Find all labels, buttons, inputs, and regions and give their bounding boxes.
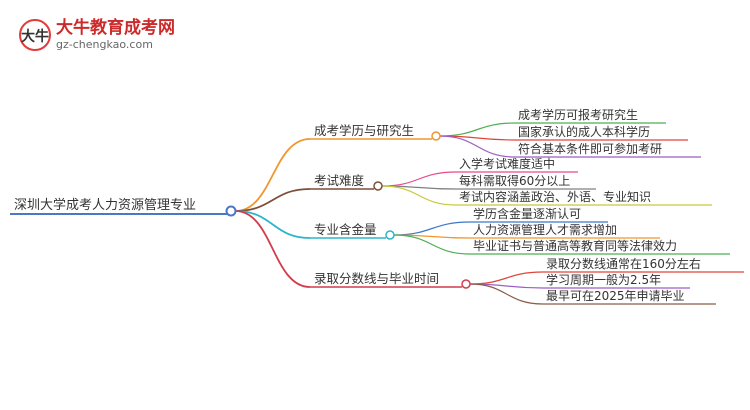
leaf-label: 考试内容涵盖政治、外语、专业知识 — [459, 189, 651, 204]
branch-node[interactable]: 专业含金量 — [310, 222, 395, 240]
leaf-node[interactable]: 最早可在2025年申请毕业 — [543, 289, 716, 305]
logo-title: 大牛教育成考网 — [56, 17, 175, 38]
branch-leaf-connector — [393, 221, 471, 236]
leaf-node[interactable]: 毕业证书与普通高等教育同等法律效力 — [470, 238, 730, 255]
leaf-label: 人力资源管理人才需求增加 — [473, 222, 617, 237]
branch-leaf-connector — [469, 271, 544, 285]
connectors — [235, 122, 544, 305]
branch-label: 成考学历与研究生 — [314, 123, 414, 138]
branch-node[interactable]: 录取分数线与毕业时间 — [310, 271, 471, 289]
logo: 大牛 大牛教育成考网 gz-chengkao.com — [19, 17, 175, 51]
branch-leaf-connector — [469, 283, 544, 305]
branch-node[interactable]: 考试难度 — [310, 173, 383, 191]
root-branch-connector — [235, 210, 311, 239]
branch-label: 考试难度 — [314, 173, 365, 188]
leaf-label: 录取分数线通常在160分左右 — [546, 256, 701, 271]
leaf-node[interactable]: 成考学历可报考研究生 — [515, 107, 666, 124]
branch-leaf-connector — [439, 135, 516, 158]
root-branch-connector — [235, 138, 311, 212]
leaf-label: 学习周期一般为2.5年 — [546, 272, 661, 287]
branch-leaf-connector — [381, 171, 457, 187]
root-label: 深圳大学成考人力资源管理专业 — [14, 197, 196, 213]
leaf-node[interactable]: 国家承认的成人本科学历 — [515, 124, 688, 141]
branch-connector-dot — [431, 131, 441, 141]
leaf-node[interactable]: 符合基本条件即可参加考研 — [515, 141, 701, 158]
leaf-label: 符合基本条件即可参加考研 — [518, 141, 662, 156]
branch-connector-dot — [461, 279, 471, 289]
branch-connector-dot — [385, 230, 395, 240]
leaf-node[interactable]: 每科需取得60分以上 — [456, 173, 596, 190]
root-branch-connector — [235, 188, 311, 212]
leaf-node[interactable]: 学习周期一般为2.5年 — [543, 272, 690, 289]
leaf-label: 学历含金量逐渐认可 — [473, 206, 581, 221]
leaf-node[interactable]: 人力资源管理人才需求增加 — [470, 222, 660, 239]
leaf-label: 国家承认的成人本科学历 — [518, 124, 650, 139]
logo-mark-text: 大牛 — [21, 28, 49, 45]
leaf-label: 入学考试难度适中 — [459, 156, 555, 171]
branch-node[interactable]: 成考学历与研究生 — [310, 123, 441, 141]
leaf-label: 毕业证书与普通高等教育同等法律效力 — [473, 238, 677, 253]
logo-url: gz-chengkao.com — [56, 38, 153, 51]
leaf-label: 每科需取得60分以上 — [459, 173, 570, 188]
branch-leaf-connector — [393, 234, 471, 255]
logo-mark-icon: 大牛 — [19, 19, 51, 51]
leaf-node[interactable]: 学历含金量逐渐认可 — [470, 206, 608, 223]
leaf-node[interactable]: 考试内容涵盖政治、外语、专业知识 — [456, 189, 712, 206]
branch-leaf-connector — [439, 122, 516, 137]
branch-leaf-connector — [381, 185, 457, 206]
leaf-node[interactable]: 录取分数线通常在160分左右 — [543, 256, 744, 273]
branch-label: 录取分数线与毕业时间 — [314, 271, 439, 286]
root-node[interactable]: 深圳大学成考人力资源管理专业 — [10, 197, 237, 217]
root-connector-dot — [225, 205, 237, 217]
leaf-label: 成考学历可报考研究生 — [518, 107, 638, 122]
root-branch-connector — [235, 210, 311, 288]
leaf-node[interactable]: 入学考试难度适中 — [456, 156, 578, 173]
leaf-label: 最早可在2025年申请毕业 — [546, 289, 685, 303]
branch-label: 专业含金量 — [314, 222, 377, 237]
branch-connector-dot — [373, 181, 383, 191]
